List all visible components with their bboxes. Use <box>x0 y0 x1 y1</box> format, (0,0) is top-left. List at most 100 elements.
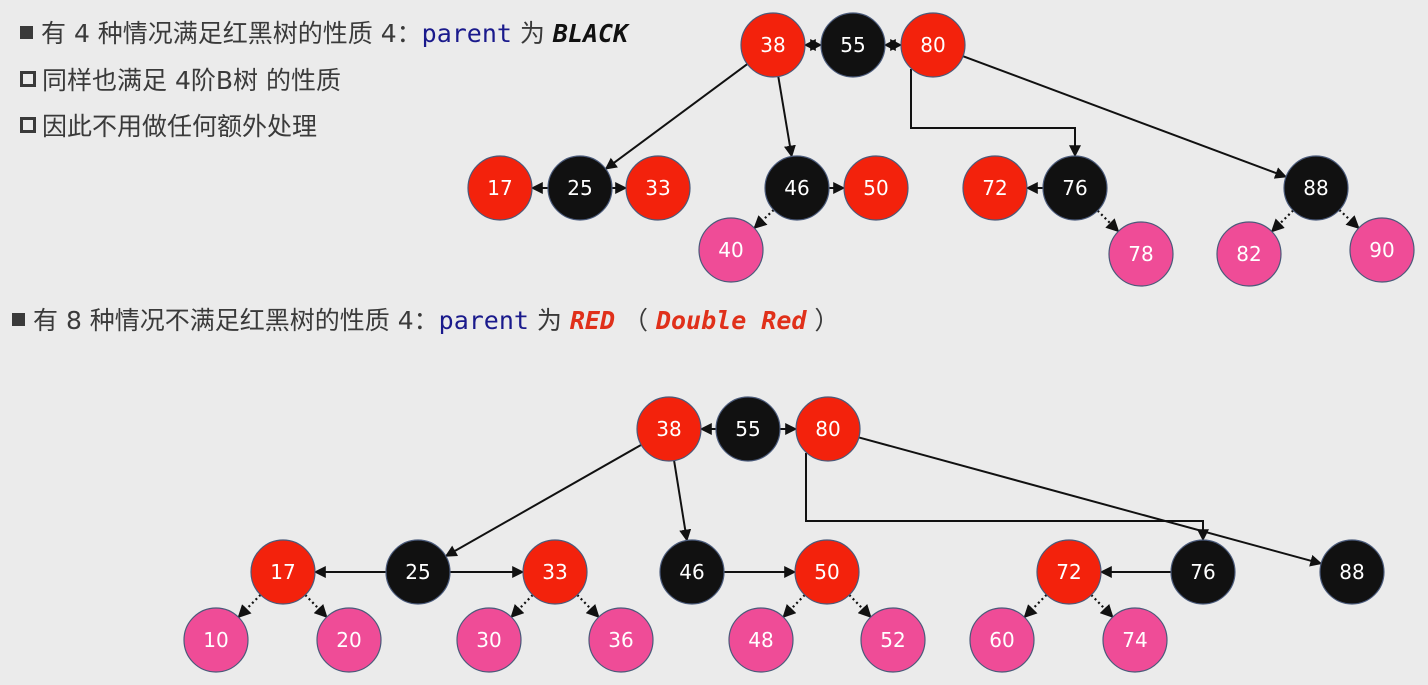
edge-b72-b74 <box>1090 594 1114 618</box>
edge-b17-b20 <box>304 594 328 618</box>
node-label-t46: 46 <box>784 176 809 200</box>
node-label-t17: 17 <box>487 176 512 200</box>
edge-b50-b52 <box>848 594 872 618</box>
node-t38: 38 <box>740 12 806 78</box>
node-b10: 10 <box>183 607 249 673</box>
edge-t46-t40 <box>753 209 775 229</box>
node-label-b88: 88 <box>1339 560 1364 584</box>
section1-line3: 因此不用做任何额外处理 <box>20 114 317 139</box>
code-parent: parent <box>438 306 529 335</box>
node-t78: 78 <box>1108 221 1174 287</box>
node-circle-t72 <box>962 155 1028 221</box>
node-label-b10: 10 <box>203 628 228 652</box>
node-t80: 80 <box>900 12 966 78</box>
edge-b38-b25 <box>444 443 642 558</box>
node-circle-t25 <box>547 155 613 221</box>
node-t17: 17 <box>467 155 533 221</box>
node-t25: 25 <box>547 155 613 221</box>
hollow-square-bullet-icon <box>20 71 36 87</box>
node-b50: 50 <box>794 539 860 605</box>
node-label-b30: 30 <box>476 628 501 652</box>
node-circle-b52 <box>860 607 926 673</box>
section1-line1-prefix: 有 4 种情况满足红黑树的性质 4： <box>41 19 422 48</box>
node-circle-t90 <box>1349 217 1415 283</box>
node-circle-b38 <box>636 396 702 462</box>
section1-line3-text: 因此不用做任何额外处理 <box>42 112 318 141</box>
node-circle-b88 <box>1319 539 1385 605</box>
node-label-t25: 25 <box>567 176 592 200</box>
edge-t38-t46 <box>777 76 796 158</box>
edge-b80-b88 <box>858 436 1323 567</box>
node-circle-b50 <box>794 539 860 605</box>
node-circle-b25 <box>385 539 451 605</box>
node-t72: 72 <box>962 155 1028 221</box>
edge-b80-b76 <box>805 453 1209 542</box>
node-b48: 48 <box>728 607 794 673</box>
node-b74: 74 <box>1102 607 1168 673</box>
node-label-t33: 33 <box>645 176 670 200</box>
node-circle-b48 <box>728 607 794 673</box>
section2-line1-prefix: 有 8 种情况不满足红黑树的性质 4： <box>33 306 439 335</box>
node-label-t40: 40 <box>718 238 743 262</box>
node-t82: 82 <box>1216 221 1282 287</box>
section1-line1: 有 4 种情况满足红黑树的性质 4：parent 为 BLACK <box>20 21 628 46</box>
node-label-b48: 48 <box>748 628 773 652</box>
node-b76: 76 <box>1170 539 1236 605</box>
node-label-t80: 80 <box>920 33 945 57</box>
node-b36: 36 <box>588 607 654 673</box>
node-label-t76: 76 <box>1062 176 1087 200</box>
node-t88: 88 <box>1283 155 1349 221</box>
node-label-t88: 88 <box>1303 176 1328 200</box>
node-circle-t78 <box>1108 221 1174 287</box>
node-label-t38: 38 <box>760 33 785 57</box>
node-circle-t17 <box>467 155 533 221</box>
node-label-t82: 82 <box>1236 242 1261 266</box>
section1-line2-text: 同样也满足 4阶B树 的性质 <box>42 66 341 95</box>
node-circle-b17 <box>250 539 316 605</box>
node-label-t78: 78 <box>1128 242 1153 266</box>
edge-t76-t78 <box>1096 209 1120 233</box>
edge-b33-b36 <box>576 594 600 618</box>
edge-t80-t76 <box>910 69 1081 158</box>
node-b52: 52 <box>860 607 926 673</box>
node-t46: 46 <box>764 155 830 221</box>
node-b38: 38 <box>636 396 702 462</box>
emphasis-red: RED <box>569 306 616 335</box>
node-label-t90: 90 <box>1369 238 1394 262</box>
node-label-b76: 76 <box>1190 560 1215 584</box>
node-circle-b60 <box>969 607 1035 673</box>
node-b20: 20 <box>316 607 382 673</box>
node-circle-t80 <box>900 12 966 78</box>
node-b30: 30 <box>456 607 522 673</box>
node-b55: 55 <box>715 396 781 462</box>
node-circle-t82 <box>1216 221 1282 287</box>
node-label-t50: 50 <box>863 176 888 200</box>
node-circle-b55 <box>715 396 781 462</box>
filled-square-bullet-icon <box>20 26 33 39</box>
node-label-b20: 20 <box>336 628 361 652</box>
node-circle-b76 <box>1170 539 1236 605</box>
node-circle-t76 <box>1042 155 1108 221</box>
edge-b72-b60 <box>1023 594 1048 619</box>
node-b80: 80 <box>795 396 861 462</box>
filled-square-bullet-icon <box>12 313 25 326</box>
node-label-b52: 52 <box>880 628 905 652</box>
close-paren: ） <box>806 306 840 335</box>
node-b17: 17 <box>250 539 316 605</box>
node-circle-b20 <box>316 607 382 673</box>
node-circle-b33 <box>522 539 588 605</box>
node-label-b25: 25 <box>405 560 430 584</box>
node-t55: 55 <box>820 12 886 78</box>
node-t50: 50 <box>843 155 909 221</box>
node-b60: 60 <box>969 607 1035 673</box>
node-label-b60: 60 <box>989 628 1014 652</box>
hollow-square-bullet-icon <box>20 117 36 133</box>
node-circle-t38 <box>740 12 806 78</box>
node-label-b55: 55 <box>735 417 760 441</box>
edge-t88-t90 <box>1338 209 1360 229</box>
node-circle-t55 <box>820 12 886 78</box>
node-circle-b80 <box>795 396 861 462</box>
node-circle-t88 <box>1283 155 1349 221</box>
node-b46: 46 <box>659 539 725 605</box>
